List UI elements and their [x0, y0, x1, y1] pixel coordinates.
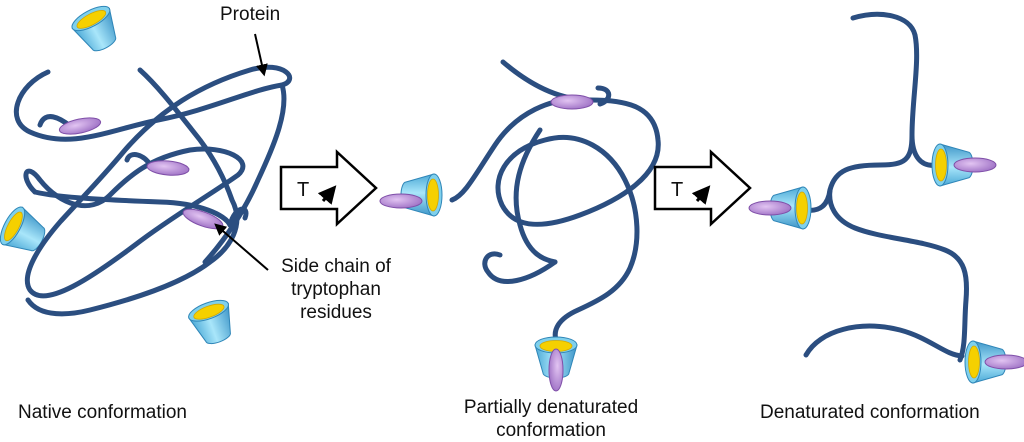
side-chain-label-line: residues	[300, 302, 372, 323]
exposed-tryptophan	[964, 340, 1024, 384]
protein-chain	[495, 59, 661, 348]
side-chain-label-line: Side chain of	[281, 256, 391, 277]
exposed-tryptophan	[748, 186, 812, 230]
protein-pointer-arrow	[254, 33, 268, 77]
exposed-tryptophan	[534, 336, 578, 392]
protein-chain	[803, 323, 965, 359]
denatured-conformation-label: Denaturated conformation	[760, 402, 980, 423]
protein-chain	[32, 189, 233, 228]
quencher-cup	[0, 203, 53, 261]
partial-protein	[379, 59, 661, 392]
native-protein	[0, 1, 292, 350]
partial-conformation-label: Partially denaturated conformation	[436, 396, 666, 442]
native-conformation-label: Native conformation	[18, 402, 187, 423]
temperature-arrow-1: T	[279, 149, 378, 227]
protein-chain	[513, 127, 558, 265]
tryptophan-side-chain	[550, 94, 594, 110]
protein-label: Protein	[220, 4, 281, 25]
protein-chain	[202, 82, 287, 265]
quencher-cup	[185, 295, 241, 350]
temperature-symbol: T	[297, 179, 309, 201]
protein-chain	[227, 206, 249, 228]
temperature-symbol: T	[671, 179, 683, 201]
protein-chain	[124, 152, 153, 168]
partial-label-line: Partially denaturated	[463, 397, 639, 418]
exposed-tryptophan	[931, 143, 997, 187]
protein-chain	[13, 64, 292, 299]
quencher-cup	[68, 1, 126, 59]
protein-chain	[25, 67, 240, 317]
protein-chain	[595, 85, 612, 107]
denatured-protein	[748, 11, 1024, 384]
protein-chain	[482, 251, 558, 284]
side-chain-label: Side chain of tryptophan residues	[276, 255, 396, 324]
side-chain-pointer-arrow	[214, 223, 269, 271]
protein-chain	[827, 11, 969, 363]
temperature-arrow-2: T	[653, 149, 752, 227]
partial-label-line: conformation	[496, 420, 606, 441]
exposed-tryptophan	[379, 173, 443, 217]
increase-arrow-icon	[317, 185, 337, 205]
increase-arrow-icon	[691, 185, 711, 205]
tryptophan-side-chain	[145, 158, 191, 178]
side-chain-label-line: tryptophan	[291, 279, 381, 300]
